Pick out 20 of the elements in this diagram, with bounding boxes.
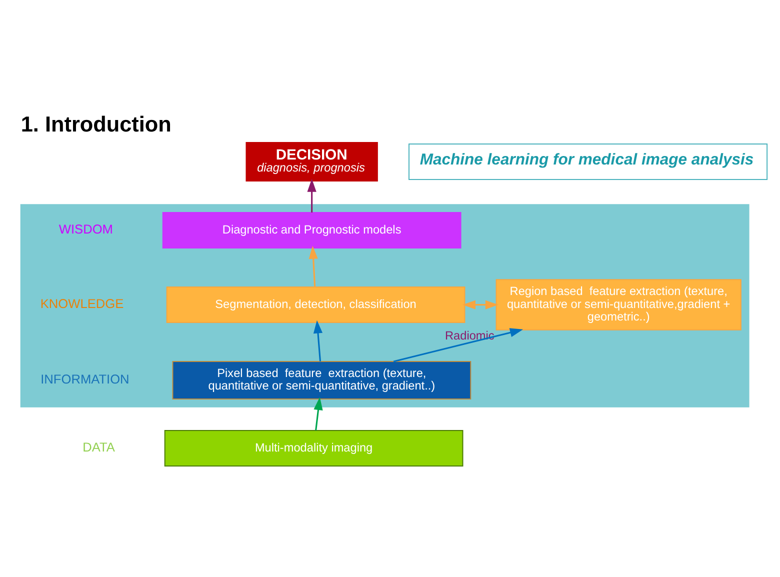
node-box: Machine learning for medical image analysis [408, 144, 768, 180]
node-box: Segmentation, detection, classification [166, 286, 466, 324]
label: KNOWLEDGE [40, 296, 124, 312]
diagram-title: 1. Introduction [20, 111, 172, 136]
node-box: Region based feature extraction (texture, quantitative or semi-quantitative,gradient + geometric..) [496, 279, 742, 330]
label: INFORMATION [40, 372, 130, 387]
arrow [314, 396, 323, 430]
label: WISDOM [58, 222, 113, 237]
arrow [393, 328, 524, 362]
node-box: DECISION diagnosis, prognosis [246, 142, 378, 182]
label: DATA [82, 440, 115, 455]
cluster [20, 204, 750, 408]
arrow [308, 246, 318, 288]
arrow [313, 320, 323, 362]
node-box: Diagnostic and Prognostic models [162, 212, 462, 249]
arrow [462, 300, 498, 310]
node-label: Radiomic [444, 328, 494, 342]
node-box: Multi-modality imaging [164, 430, 464, 467]
node-box: Pixel based feature extraction (texture, quantitative or semi-quantitative, gradient..) [172, 361, 472, 400]
arrow [307, 178, 316, 213]
